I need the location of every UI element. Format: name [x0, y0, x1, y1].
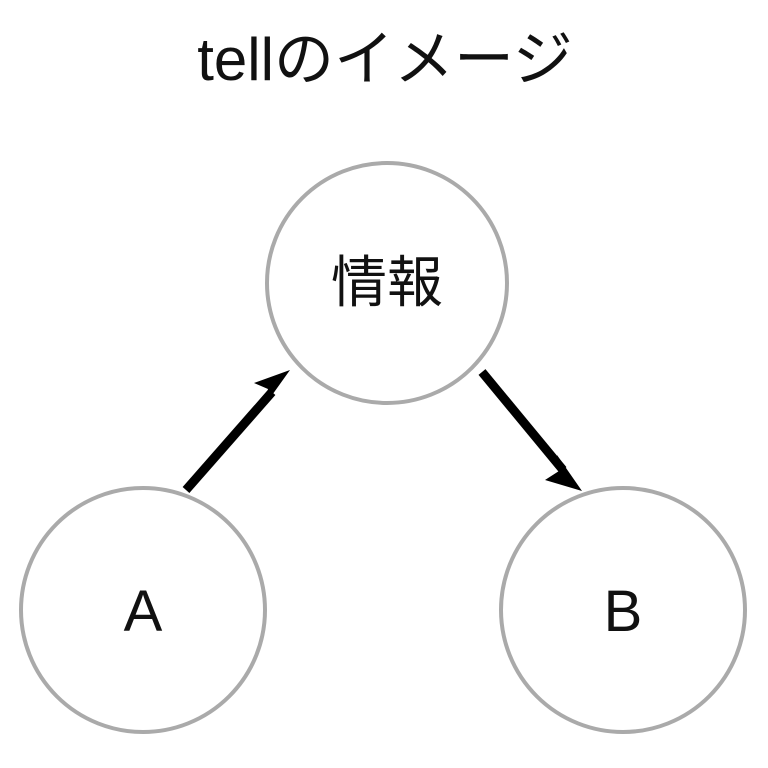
information-label: 情報 — [331, 251, 443, 314]
b-circle[interactable] — [499, 486, 747, 734]
a-circle[interactable] — [19, 486, 267, 734]
arrow-shaft-information-to-b — [478, 369, 567, 473]
a-label: A — [124, 579, 163, 644]
node-b[interactable]: B — [499, 486, 747, 734]
node-a[interactable]: A — [19, 486, 267, 734]
arrowhead-a-to-information — [254, 370, 290, 405]
arrow-shaft-a-to-information — [182, 389, 276, 493]
arrow-a-to-information — [182, 370, 290, 493]
information-circle[interactable] — [265, 161, 509, 405]
page-title: tellのイメージ — [197, 26, 573, 93]
b-label: B — [604, 579, 643, 644]
arrowhead-information-to-b — [545, 455, 582, 491]
node-information[interactable]: 情報 — [265, 161, 509, 405]
arrow-information-to-b — [478, 369, 582, 491]
